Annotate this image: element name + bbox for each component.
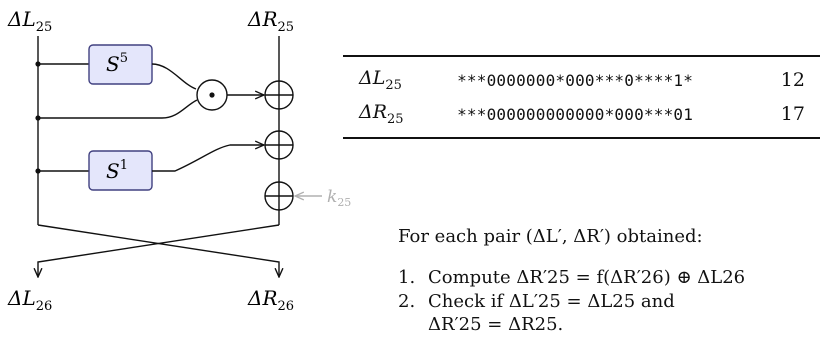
- row-bit-pattern: ***000000000000*000***01: [457, 104, 694, 124]
- cross-wire-right-to-left: [38, 224, 280, 277]
- row-bit-pattern: ***0000000*000***0****1*: [457, 70, 694, 90]
- row-variable: ΔL25: [359, 67, 402, 93]
- cross-wire-left-to-right: [37, 224, 279, 277]
- key-k25-label: k25: [327, 187, 351, 209]
- wire-direct-to-and: [38, 99, 198, 119]
- row-count: 17: [780, 103, 805, 125]
- steps-list: 1. Compute ΔR′25 = f(ΔR′26) ⊕ ΔL26 2. Ch…: [398, 267, 820, 337]
- step-number: 1.: [398, 266, 416, 288]
- row-count: 12: [780, 69, 805, 91]
- step-text: Check if ΔL′25 = ΔL25 and ΔR′25 = ΔR25.: [428, 291, 675, 336]
- wire-s1-to-xor2: [152, 145, 264, 172]
- step-line-1: Check if ΔL′25 = ΔL25 and: [428, 291, 675, 312]
- wire-s5-to-and: [151, 63, 197, 90]
- delta-l25-top-label: ΔL25: [7, 7, 52, 35]
- feistel-round-diagram: ΔL25 ΔR25 S5 S1 k25 ΔL26 ΔR2: [7, 7, 351, 314]
- table-row: ΔL25 ***0000000*000***0****1* 12: [343, 63, 820, 97]
- step-line-2: ΔR′25 = ΔR25.: [428, 313, 564, 335]
- step-text: Compute ΔR′25 = f(ΔR′26) ⊕ ΔL26: [428, 266, 746, 288]
- xor-node-3: [264, 181, 294, 211]
- delta-l26-bottom-label: ΔL26: [7, 286, 52, 314]
- row-variable: ΔR25: [359, 101, 404, 127]
- xor-node-2: [264, 130, 294, 160]
- procedure-text: For each pair (ΔL′, ΔR′) obtained: 1. Co…: [398, 226, 820, 338]
- intro-line: For each pair (ΔL′, ΔR′) obtained:: [398, 226, 703, 247]
- xor-node-1: [264, 80, 294, 110]
- step-item: 1. Compute ΔR′25 = f(ΔR′26) ⊕ ΔL26: [398, 267, 820, 290]
- and-gate-dot: [209, 92, 215, 98]
- step-number: 2.: [398, 291, 416, 312]
- step-item: 2. Check if ΔL′25 = ΔL25 and ΔR′25 = ΔR2…: [398, 291, 820, 336]
- table-row: ΔR25 ***000000000000*000***01 17: [343, 97, 820, 131]
- delta-r26-bottom-label: ΔR26: [247, 286, 294, 314]
- delta-r25-top-label: ΔR25: [247, 7, 294, 35]
- differential-table: ΔL25 ***0000000*000***0****1* 12 ΔR25 **…: [343, 55, 820, 139]
